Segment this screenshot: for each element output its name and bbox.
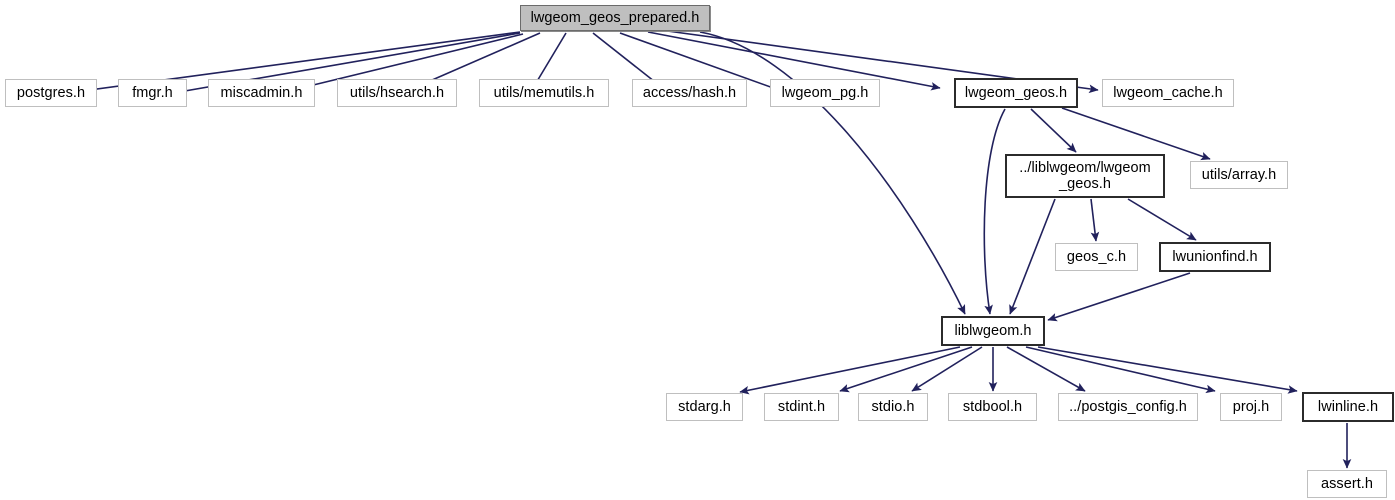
node-label-lwgeom_pg: lwgeom_pg.h xyxy=(781,84,869,101)
edge-liblwgeom-to-postgis_config xyxy=(1006,346,1086,392)
edge-root-to-lwgeom_geos xyxy=(647,31,941,91)
edge-liblwgeom_geos-to-lwunionfind xyxy=(1127,198,1197,241)
node-stdio[interactable]: stdio.h xyxy=(858,393,928,421)
edge-liblwgeom_geos-to-geos_c xyxy=(1090,198,1100,242)
edge-liblwgeom-to-stdarg xyxy=(739,346,961,395)
node-label-postgis_config: ../postgis_config.h xyxy=(1069,398,1187,415)
node-label-proj: proj.h xyxy=(1232,398,1270,415)
node-geos_c[interactable]: geos_c.h xyxy=(1055,243,1138,271)
node-lwunionfind[interactable]: lwunionfind.h xyxy=(1159,242,1271,272)
node-label-geos_c: geos_c.h xyxy=(1066,248,1127,265)
node-label-lwinline: lwinline.h xyxy=(1317,398,1379,415)
edge-root-to-lwgeom_pg xyxy=(619,32,791,96)
node-liblwgeom_geos[interactable]: ../liblwgeom/lwgeom _geos.h xyxy=(1005,154,1165,198)
node-stdarg[interactable]: stdarg.h xyxy=(666,393,743,421)
node-stdint[interactable]: stdint.h xyxy=(764,393,839,421)
node-label-postgres: postgres.h xyxy=(16,84,86,101)
node-label-hsearch: utils/hsearch.h xyxy=(349,84,445,101)
node-label-lwgeom_cache: lwgeom_cache.h xyxy=(1113,84,1223,101)
node-label-stdarg: stdarg.h xyxy=(678,398,731,415)
node-miscadmin[interactable]: miscadmin.h xyxy=(208,79,315,107)
edge-liblwgeom-to-stdint xyxy=(839,346,973,393)
edge-root-to-liblwgeom xyxy=(699,31,966,315)
node-label-hash: access/hash.h xyxy=(642,84,737,101)
node-root[interactable]: lwgeom_geos_prepared.h xyxy=(520,5,710,31)
node-utils_array[interactable]: utils/array.h xyxy=(1190,161,1288,189)
node-label-liblwgeom: liblwgeom.h xyxy=(954,322,1032,339)
node-lwinline[interactable]: lwinline.h xyxy=(1302,392,1394,422)
node-label-root: lwgeom_geos_prepared.h xyxy=(530,9,700,26)
edge-liblwgeom_geos-to-liblwgeom xyxy=(1009,198,1056,315)
node-label-liblwgeom_geos: ../liblwgeom/lwgeom _geos.h xyxy=(1019,159,1151,192)
edge-liblwgeom-to-stdio xyxy=(911,346,983,392)
node-label-assert: assert.h xyxy=(1321,475,1373,492)
edge-liblwgeom-to-proj xyxy=(1025,346,1216,394)
node-assert[interactable]: assert.h xyxy=(1307,470,1387,498)
node-label-fmgr: fmgr.h xyxy=(132,84,173,101)
node-proj[interactable]: proj.h xyxy=(1220,393,1282,421)
node-fmgr[interactable]: fmgr.h xyxy=(118,79,187,107)
node-lwgeom_cache[interactable]: lwgeom_cache.h xyxy=(1102,79,1234,107)
node-lwgeom_pg[interactable]: lwgeom_pg.h xyxy=(770,79,880,107)
node-label-stdint: stdint.h xyxy=(777,398,826,415)
node-stdbool[interactable]: stdbool.h xyxy=(948,393,1037,421)
node-label-utils_array: utils/array.h xyxy=(1201,166,1277,183)
node-lwgeom_geos[interactable]: lwgeom_geos.h xyxy=(954,78,1078,108)
edge-lwunionfind-to-liblwgeom xyxy=(1047,272,1191,322)
node-postgres[interactable]: postgres.h xyxy=(5,79,97,107)
edge-lwgeom_geos-to-liblwgeom_geos xyxy=(1030,108,1077,153)
node-label-stdio: stdio.h xyxy=(871,398,915,415)
edge-lwgeom_geos-to-utils_array xyxy=(1061,107,1211,161)
node-label-stdbool: stdbool.h xyxy=(962,398,1023,415)
edge-liblwgeom-to-lwinline xyxy=(1037,346,1298,394)
node-postgis_config[interactable]: ../postgis_config.h xyxy=(1058,393,1198,421)
node-label-lwgeom_geos: lwgeom_geos.h xyxy=(964,84,1068,101)
node-memutils[interactable]: utils/memutils.h xyxy=(479,79,609,107)
edges-group xyxy=(44,29,1352,469)
node-label-memutils: utils/memutils.h xyxy=(493,84,595,101)
node-label-miscadmin: miscadmin.h xyxy=(220,84,303,101)
node-label-lwunionfind: lwunionfind.h xyxy=(1172,248,1258,265)
node-hsearch[interactable]: utils/hsearch.h xyxy=(337,79,457,107)
node-liblwgeom[interactable]: liblwgeom.h xyxy=(941,316,1045,346)
edge-lwgeom_geos-to-liblwgeom xyxy=(983,108,1006,315)
node-hash[interactable]: access/hash.h xyxy=(632,79,747,107)
